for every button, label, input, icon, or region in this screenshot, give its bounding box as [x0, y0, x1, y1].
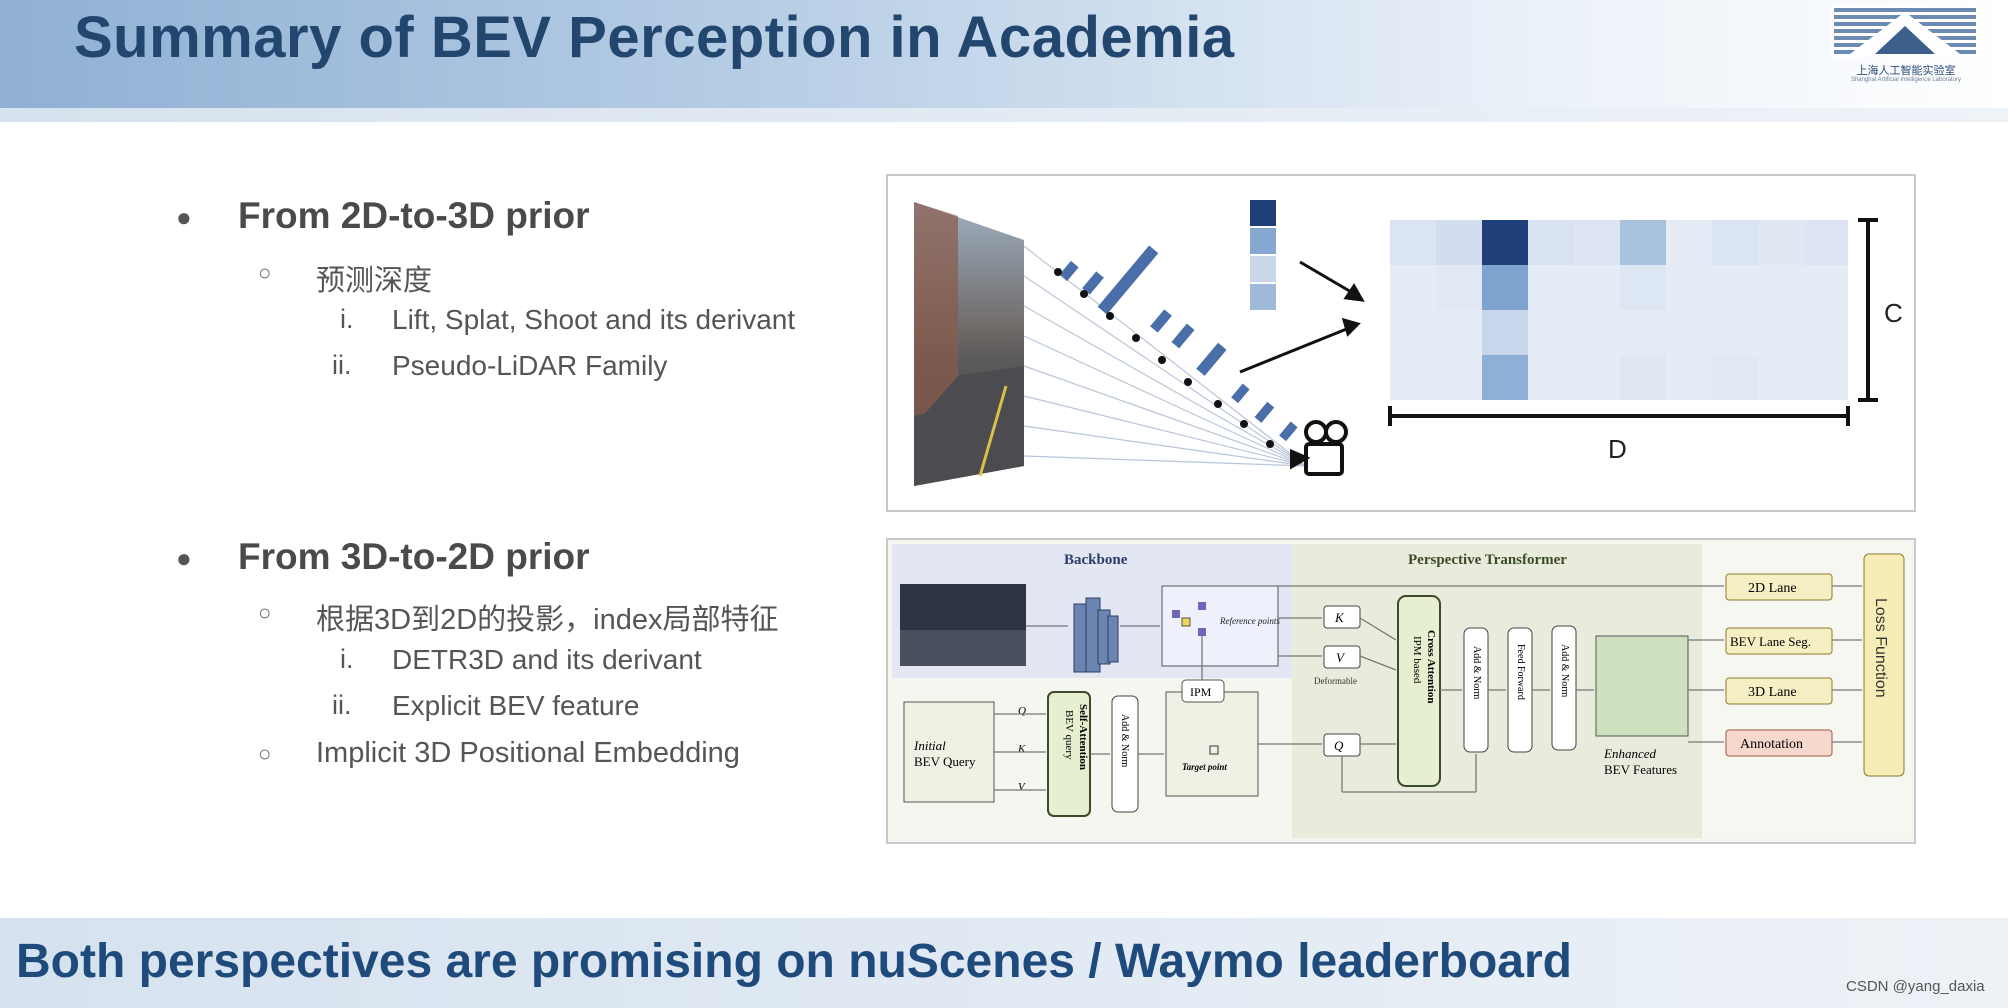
lift-splat-diagram: C D	[914, 200, 1903, 486]
section1-item1-text: Lift, Splat, Shoot and its derivant	[392, 304, 796, 335]
section2-item1-text: DETR3D and its derivant	[392, 644, 702, 675]
bullet-dot-icon: ●	[176, 543, 192, 573]
depth-feature-heatmap	[1390, 220, 1848, 400]
reference-feature-map	[1161, 585, 1279, 667]
target-point-label: Target point	[1182, 762, 1227, 772]
k-label: K	[1334, 610, 1345, 625]
deformable-label: Deformable	[1314, 676, 1357, 686]
ipm-cross-attention-block	[1397, 595, 1441, 787]
label-c: C	[1884, 298, 1903, 328]
perspective-transformer-label: Perspective Transformer	[1408, 552, 1567, 568]
backbone-label: Backbone	[1064, 552, 1128, 568]
initial-bev-query	[903, 701, 995, 803]
out-3d-lane-label: 3D Lane	[1748, 685, 1797, 700]
figure-lift-splat: C D	[886, 174, 1916, 512]
out-2d-lane-label: 2D Lane	[1748, 581, 1797, 596]
bullet-circle-icon: ○	[258, 741, 272, 766]
footer-bar	[0, 918, 2008, 1008]
section1-item2-text: Pseudo-LiDAR Family	[392, 350, 668, 381]
output-3d-lane	[1725, 677, 1833, 705]
initial-query-line1: Initial	[913, 738, 946, 753]
lab-logo-icon	[1830, 4, 1980, 58]
self-attention-line2: Self-Attention	[1077, 704, 1089, 770]
k-small: K	[1017, 743, 1026, 755]
title-underline	[0, 108, 2008, 122]
watermark: CSDN @yang_daxia	[1846, 978, 1985, 995]
section2-sub: 根据3D到2D的投影，index局部特征	[316, 604, 779, 636]
reference-points-label: Reference points	[1219, 616, 1280, 626]
logo-subtext: Shanghai Artificial Intelligence Laborat…	[1850, 77, 1962, 83]
v-small: V	[1018, 781, 1026, 793]
bullet-circle-icon: ○	[258, 260, 272, 285]
section2-item2-text: Explicit BEV feature	[392, 690, 640, 721]
section1-item2-num: ii.	[332, 350, 352, 380]
figure-perspective-transformer: Backbone Perspective Transformer Referen…	[886, 538, 1916, 844]
footer-text: Both perspectives are promising on nuSce…	[16, 935, 1572, 988]
enhanced-bev-features	[1595, 635, 1689, 737]
section2-item1-num: i.	[340, 644, 354, 674]
section1-item1-num: i.	[340, 304, 354, 334]
section1-sub: 预测深度	[316, 265, 433, 297]
out-bev-seg-label: BEV Lane Seg.	[1730, 634, 1811, 649]
add-norm-label-3: Add & Norm	[1559, 644, 1570, 698]
cross-attention-line2: Cross Attention	[1425, 630, 1437, 703]
logo-text: 上海人工智能实验室	[1856, 65, 1956, 77]
bullet-circle-icon: ○	[258, 600, 272, 625]
slide-title: Summary of BEV Perception in Academia	[74, 5, 1235, 70]
initial-query-line2: BEV Query	[914, 754, 976, 769]
enhanced-line2: BEV Features	[1604, 762, 1677, 777]
ipm-label: IPM	[1190, 685, 1212, 699]
q-small: Q	[1018, 705, 1026, 717]
output-bev-seg	[1725, 627, 1833, 655]
section2-heading: From 3D-to-2D prior	[238, 536, 590, 577]
self-attention-line1: BEV query	[1063, 710, 1075, 760]
bullet-dot-icon: ●	[176, 202, 192, 232]
title-bar	[0, 0, 2008, 122]
cross-attention-line1: IPM based	[1411, 636, 1423, 684]
v-label: V	[1336, 650, 1346, 665]
target-point-map	[1165, 691, 1259, 797]
out-annotation-label: Annotation	[1740, 737, 1803, 752]
loss-function-label: Loss Function	[1872, 598, 1889, 698]
add-norm-label-1: Add & Norm	[1119, 714, 1130, 768]
label-d: D	[1608, 434, 1627, 464]
loss-function-block	[1863, 553, 1905, 777]
q-label: Q	[1334, 738, 1344, 753]
add-norm-block-3	[1551, 625, 1577, 751]
section2-sub2: Implicit 3D Positional Embedding	[316, 737, 740, 769]
camera-icon	[1290, 420, 1348, 476]
feed-forward-label: Feed Forward	[1515, 644, 1526, 700]
enhanced-line1: Enhanced	[1603, 746, 1656, 761]
output-annotation	[1725, 729, 1833, 757]
section2-item2-num: ii.	[332, 690, 352, 720]
add-norm-label-2: Add & Norm	[1471, 646, 1482, 700]
perspective-transformer-diagram: Backbone Perspective Transformer Referen…	[892, 544, 1912, 838]
section1-heading: From 2D-to-3D prior	[238, 195, 590, 236]
output-2d-lane	[1725, 573, 1833, 601]
